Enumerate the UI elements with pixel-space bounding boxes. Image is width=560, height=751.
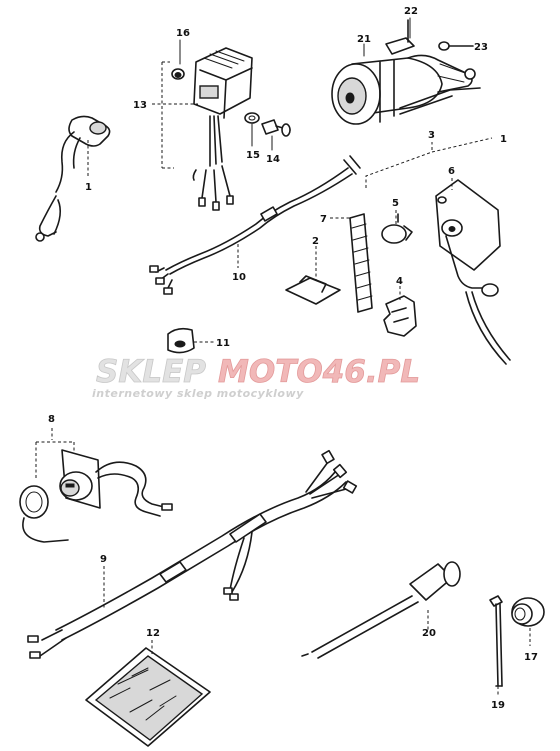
part-21-starter-motor: [331, 54, 481, 125]
callout-20: 20: [422, 628, 436, 639]
part-19-bolt: [489, 595, 503, 687]
callout-7: 7: [320, 214, 327, 225]
callout-12: 12: [146, 628, 160, 639]
part-13-rectifier: [192, 47, 253, 211]
callout-4: 4: [396, 276, 403, 287]
part-14-bolt: [261, 119, 291, 137]
callout-11: 11: [216, 338, 230, 349]
part-5-plug: [381, 213, 413, 244]
part-1-switch: [35, 115, 111, 242]
part-16-grommet: [171, 68, 185, 80]
part-15-washer: [244, 112, 260, 124]
callout-labels: 16 13 15 14 21 22 23 3 1 1 6 5 7 2 10 4 …: [48, 6, 538, 711]
callout-3: 3: [428, 130, 435, 141]
callout-16: 16: [176, 28, 190, 39]
callout-6: 6: [448, 166, 455, 177]
part-8-key-switch: [19, 449, 173, 543]
callout-2: 2: [312, 236, 319, 247]
part-20-sensor: [301, 561, 461, 659]
callout-17: 17: [524, 652, 538, 663]
callout-15: 15: [246, 150, 260, 161]
callout-19: 19: [491, 700, 505, 711]
part-2-pad: [285, 275, 341, 305]
callout-23: 23: [474, 42, 488, 53]
callout-14: 14: [266, 154, 280, 165]
watermark-brand-left: SKLEP: [96, 354, 206, 390]
part-6-switch: [435, 179, 511, 365]
callout-22: 22: [404, 6, 418, 17]
part-22-bracket: [385, 19, 415, 55]
watermark: SKLEP MOTO46.PL internetowy sklep motocy…: [92, 354, 420, 400]
part-12-bag: [85, 647, 211, 747]
part-7-spiral-tube: [349, 213, 373, 313]
callout-8: 8: [48, 414, 55, 425]
callout-10: 10: [232, 272, 246, 283]
part-3-wire: [149, 155, 361, 295]
callout-21: 21: [357, 34, 371, 45]
part-17-collar: [511, 597, 545, 627]
part-9-harness: [27, 449, 358, 659]
callout-1-left: 1: [85, 182, 92, 193]
leader-lines: [35, 17, 531, 696]
callout-1-right: 1: [500, 134, 507, 145]
callout-13: 13: [133, 100, 147, 111]
callout-5: 5: [392, 198, 399, 209]
watermark-tagline: internetowy sklep motocyklowy: [92, 387, 304, 400]
callout-9: 9: [100, 554, 107, 565]
part-11-grommet: [167, 327, 195, 354]
part-4-clip: [383, 295, 417, 337]
watermark-brand-right: MOTO46.PL: [218, 354, 420, 390]
